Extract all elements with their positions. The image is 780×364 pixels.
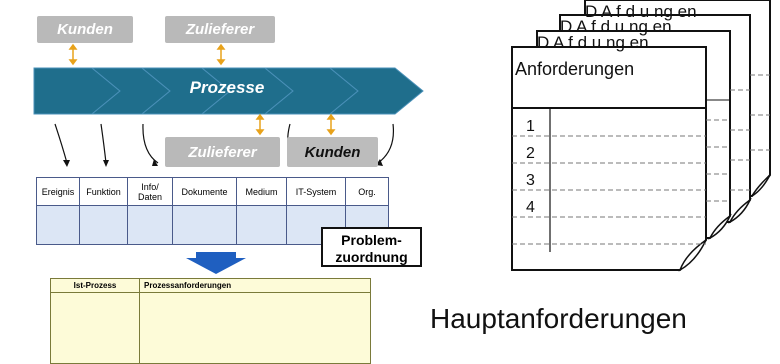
kunden-tag-top: Kunden bbox=[37, 16, 133, 43]
col-prozessanforderungen: Prozessanforderungen bbox=[139, 278, 371, 293]
document-stack bbox=[511, 0, 771, 272]
row-number: 2 bbox=[526, 145, 535, 162]
row-number: 4 bbox=[526, 199, 535, 216]
col-dokumente: Dokumente bbox=[172, 177, 237, 206]
back-doc-title-1: D A f d u ng en bbox=[585, 2, 697, 21]
process-diagram bbox=[33, 43, 424, 167]
arrow-zulieferer-bottom bbox=[255, 113, 265, 136]
table-cell bbox=[236, 205, 287, 245]
arrow-zulieferer-top bbox=[216, 43, 226, 66]
problem-box: Problem- zuordnung bbox=[321, 227, 422, 267]
arrow-kunden-bottom bbox=[326, 113, 336, 136]
col-info-daten: Info/ Daten bbox=[127, 177, 173, 206]
table-cell bbox=[79, 205, 128, 245]
col-ereignis: Ereignis bbox=[36, 177, 80, 206]
down-arrow-icon bbox=[186, 252, 246, 274]
table-cell bbox=[139, 292, 371, 364]
table-cell bbox=[50, 292, 140, 364]
process-band bbox=[33, 67, 424, 115]
back-doc-title-2: D A f d u ng en bbox=[560, 17, 672, 36]
process-steps-table: Ereignis Funktion Info/ Daten Dokumente … bbox=[36, 177, 389, 245]
col-it-system: IT-System bbox=[286, 177, 346, 206]
table-cell bbox=[36, 205, 80, 245]
col-ist-prozess: Ist-Prozess bbox=[50, 278, 140, 293]
zulieferer-tag-top: Zulieferer bbox=[165, 16, 275, 43]
problem-line1: Problem- bbox=[341, 232, 402, 248]
back-doc-title-3: D A f d u ng en bbox=[537, 33, 649, 52]
problem-line2: zuordnung bbox=[335, 249, 408, 265]
zulieferer-tag-bottom: Zulieferer bbox=[165, 137, 280, 167]
row-number: 3 bbox=[526, 172, 535, 189]
arrow-kunden-top bbox=[68, 43, 78, 66]
process-label: Prozesse bbox=[189, 78, 265, 97]
table-cell bbox=[127, 205, 173, 245]
row-number: 1 bbox=[526, 118, 535, 135]
table-cell bbox=[172, 205, 237, 245]
col-medium: Medium bbox=[236, 177, 287, 206]
col-org: Org. bbox=[345, 177, 389, 206]
col-funktion: Funktion bbox=[79, 177, 128, 206]
caption: Hauptanforderungen bbox=[430, 303, 687, 334]
kunden-tag-bottom: Kunden bbox=[287, 137, 378, 167]
requirements-table: Ist-Prozess Prozessanforderungen bbox=[50, 278, 371, 364]
front-doc-title: Anforderungen bbox=[515, 59, 635, 79]
